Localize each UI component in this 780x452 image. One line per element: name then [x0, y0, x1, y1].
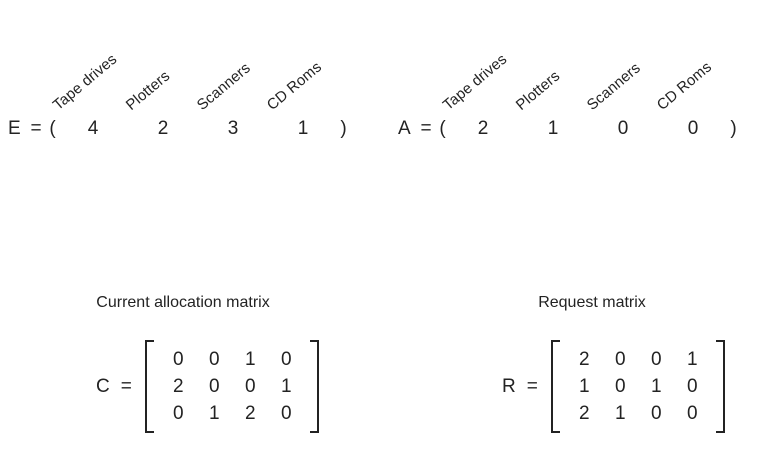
vector-cell-e-3: 1: [297, 118, 309, 139]
resource-header-plotters: Plotters: [122, 67, 174, 114]
vector-name-e: E: [8, 118, 21, 139]
matrix-row: 0 1 2 0: [160, 400, 304, 427]
matrix-left-bracket-c: [145, 340, 156, 433]
matrix-cell-r-2-0: 2: [578, 403, 590, 424]
matrix-cells-c: 0 0 1 0 2 0 0 1 0 1 2 0: [156, 340, 308, 433]
resource-header-labels-a: Tape drives Plotters Scanners CD Roms: [398, 0, 758, 114]
matrix-row: 1 0 1 0: [566, 373, 710, 400]
matrix-row: 2 0 0 1: [160, 373, 304, 400]
matrix-cell-r-2-2: 0: [650, 403, 662, 424]
vector-cell-a-1: 1: [547, 118, 559, 139]
matrix-name-r: R: [502, 376, 516, 397]
vector-cell-a-2: 0: [617, 118, 629, 139]
matrix-cell-c-2-1: 1: [208, 403, 220, 424]
matrix-cell-c-1-0: 2: [172, 376, 184, 397]
matrix-row: 2 0 0 1: [566, 346, 710, 373]
matrix-cell-r-2-3: 0: [686, 403, 698, 424]
matrix-label-r: R =: [502, 377, 541, 396]
matrix-cell-c-1-2: 0: [244, 376, 256, 397]
vector-cell-e-0: 4: [87, 118, 99, 139]
vector-open-paren-a: (: [439, 118, 446, 139]
matrix-equals-r: =: [526, 376, 538, 397]
vector-cell-e-2: 3: [227, 118, 239, 139]
resource-header-scanners: Scanners: [583, 59, 644, 114]
matrix-cell-r-0-1: 0: [614, 349, 626, 370]
matrix-equals-c: =: [120, 376, 132, 397]
matrix-cell-r-1-3: 0: [686, 376, 698, 397]
vector-row-e: E = ( 4 2 3 1 ): [8, 113, 349, 145]
matrix-cell-c-0-1: 0: [208, 349, 220, 370]
matrix-right-bracket-c: [308, 340, 320, 433]
resource-header-cd-roms: CD Roms: [263, 58, 325, 114]
vector-close-paren-a: ): [730, 118, 737, 139]
matrix-cell-c-2-0: 0: [172, 403, 184, 424]
matrix-label-c: C =: [96, 377, 135, 396]
matrix-row: 2 1 0 0: [566, 400, 710, 427]
matrix-cell-c-2-2: 2: [244, 403, 256, 424]
vector-equals-e: =: [30, 118, 42, 139]
resource-header-plotters: Plotters: [512, 67, 564, 114]
resource-header-labels-e: Tape drives Plotters Scanners CD Roms: [8, 0, 368, 114]
matrix-cell-c-0-3: 0: [280, 349, 292, 370]
matrix-cell-r-0-3: 1: [686, 349, 698, 370]
matrix-cell-r-1-1: 0: [614, 376, 626, 397]
vector-cell-a-0: 2: [477, 118, 489, 139]
matrix-cell-c-0-2: 1: [244, 349, 256, 370]
matrix-cell-c-0-0: 0: [172, 349, 184, 370]
vector-cell-a-3: 0: [687, 118, 699, 139]
matrix-caption-r: Request matrix: [538, 294, 646, 311]
matrix-cell-r-0-2: 0: [650, 349, 662, 370]
vector-cell-e-1: 2: [157, 118, 169, 139]
matrix-cell-r-0-0: 2: [578, 349, 590, 370]
resource-header-scanners: Scanners: [193, 59, 254, 114]
matrix-cell-r-1-2: 1: [650, 376, 662, 397]
matrix-caption-c: Current allocation matrix: [96, 294, 270, 311]
matrix-body-c: C = 0 0 1 0 2 0 0 1: [8, 340, 456, 433]
matrix-cell-c-1-1: 0: [208, 376, 220, 397]
matrix-cells-r: 2 0 0 1 1 0 1 0 2 1 0 0: [562, 340, 714, 433]
vector-row-a: A = ( 2 1 0 0 ): [398, 113, 739, 145]
matrix-cell-c-2-3: 0: [280, 403, 292, 424]
vector-name-a: A: [398, 118, 411, 139]
existing-resources-vector-group: Tape drives Plotters Scanners CD Roms E …: [8, 0, 368, 160]
vector-equals-a: =: [420, 118, 432, 139]
matrix-body-r: R = 2 0 0 1 1 0 1 0: [398, 340, 780, 433]
matrix-cell-r-2-1: 1: [614, 403, 626, 424]
vector-open-paren-e: (: [49, 118, 56, 139]
vector-close-paren-e: ): [340, 118, 347, 139]
matrix-left-bracket-r: [551, 340, 562, 433]
matrix-cell-r-1-0: 1: [578, 376, 590, 397]
matrix-row: 0 0 1 0: [160, 346, 304, 373]
matrix-cell-c-1-3: 1: [280, 376, 292, 397]
resource-header-tape-drives: Tape drives: [49, 50, 121, 114]
resource-header-tape-drives: Tape drives: [439, 50, 511, 114]
matrix-name-c: C: [96, 376, 110, 397]
resource-header-cd-roms: CD Roms: [653, 58, 715, 114]
matrix-right-bracket-r: [714, 340, 726, 433]
available-resources-vector-group: Tape drives Plotters Scanners CD Roms A …: [398, 0, 758, 160]
